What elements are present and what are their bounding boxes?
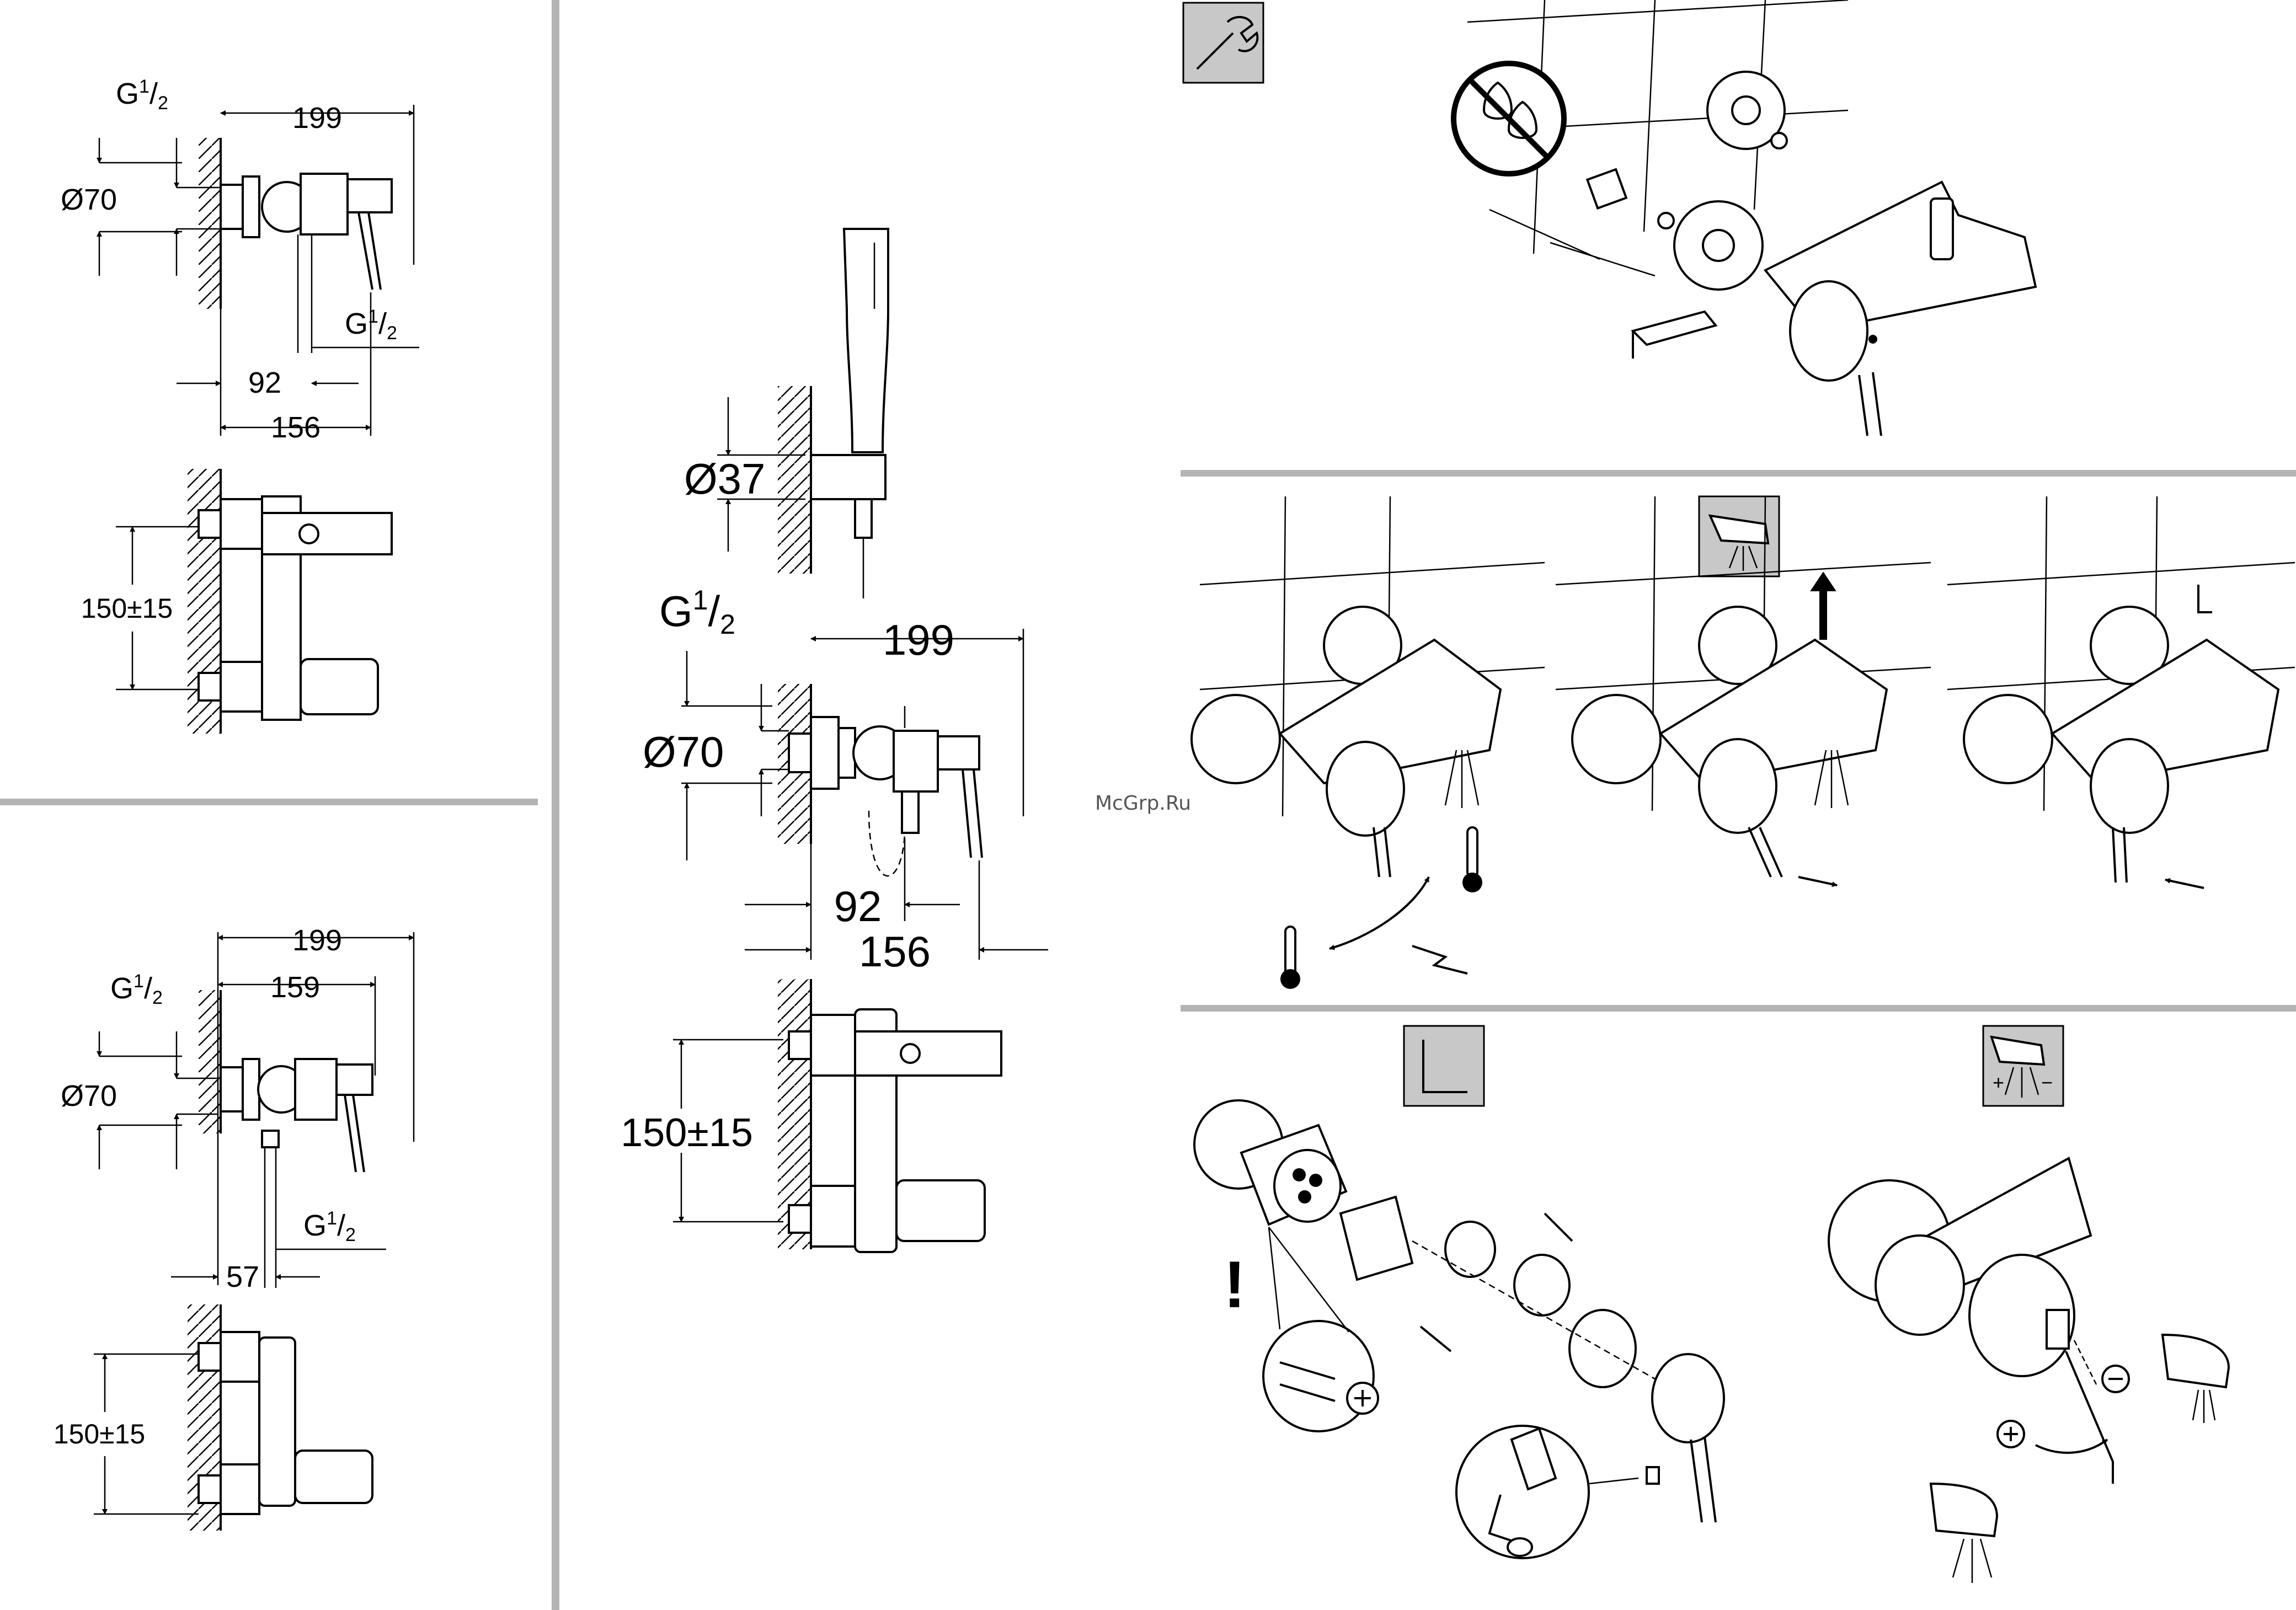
panel-b-width-total: 199	[292, 924, 342, 957]
hex-key-icon	[1404, 1026, 1484, 1106]
operate-view-close	[1947, 496, 2295, 888]
panel-a-offset: 92	[248, 366, 281, 399]
panel-c-diameter: Ø70	[643, 728, 724, 776]
panel-a-width-total: 199	[292, 101, 342, 135]
panel-a-diameter: Ø70	[61, 183, 117, 216]
panel-b-spacing: 150±15	[54, 1419, 145, 1449]
panel-c-offset: 92	[834, 882, 882, 930]
step-install	[1183, 0, 2036, 436]
panel-b-thread-top: G1/2	[110, 971, 163, 1008]
panel-c-depth: 156	[859, 927, 931, 976]
no-sealant-icon	[1454, 63, 1564, 174]
warning-mark: !	[1224, 1248, 1246, 1322]
panel-b-front-view	[94, 1304, 372, 1531]
panel-b-thread-bottom: G1/2	[303, 1208, 356, 1245]
panel-c-hand-shower	[717, 229, 888, 598]
panel-a-depth: 156	[271, 411, 321, 444]
operate-view-temperature	[1192, 496, 1545, 989]
step-cartridge: !	[1194, 1026, 1724, 1558]
divider-right-middle	[1181, 1005, 2296, 1012]
panel-c-spacing: 150±15	[621, 1111, 753, 1155]
step-operate	[1192, 496, 2295, 989]
divider-left-horizontal	[0, 799, 538, 805]
panel-b-width-inner: 159	[270, 971, 320, 1004]
panel-b-offset: 57	[226, 1260, 259, 1293]
minus-label: −	[2041, 1071, 2053, 1094]
panel-a-thread-top: G1/2	[116, 76, 168, 114]
divider-vertical	[552, 0, 559, 1610]
panel-b-diameter: Ø70	[61, 1079, 117, 1112]
panel-c-holder-diameter: Ø37	[684, 454, 765, 503]
panel-a-spacing: 150±15	[81, 593, 173, 624]
watermark: McGrp.Ru	[1095, 792, 1191, 815]
plus-label: +	[1993, 1071, 2004, 1094]
panel-c-width-total: 199	[883, 616, 954, 664]
step-limiter: + −	[1829, 1026, 2229, 1583]
divider-right-top	[1181, 470, 2296, 477]
panel-c-thread-top: G1/2	[659, 585, 735, 640]
